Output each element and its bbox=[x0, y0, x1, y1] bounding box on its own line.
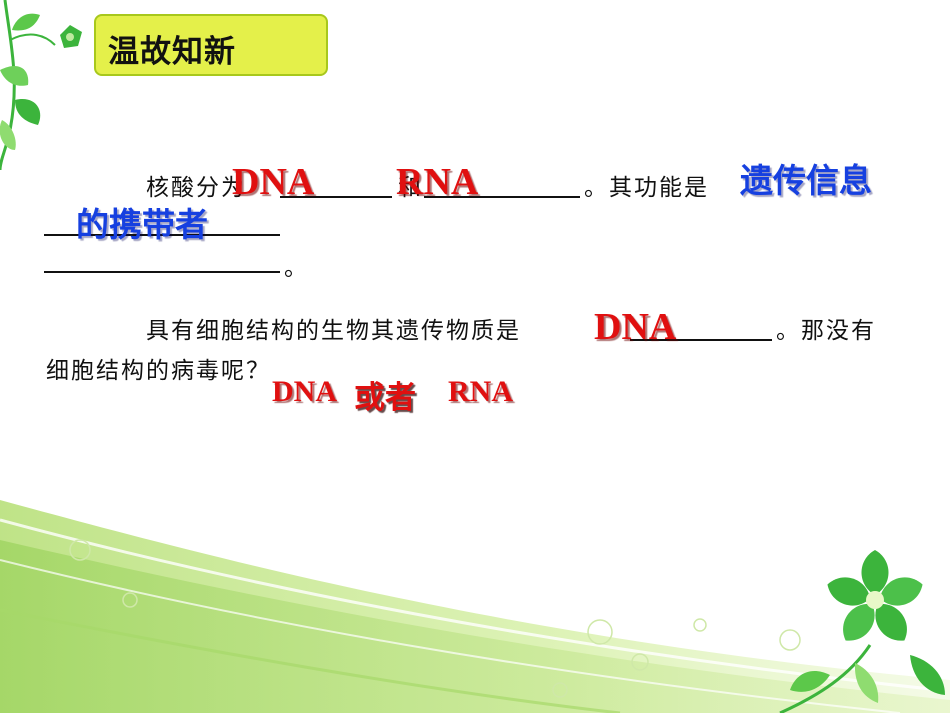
q1-end-mark: 。 bbox=[284, 255, 309, 281]
q1-answer-1: DNA bbox=[232, 161, 315, 203]
q2-blank bbox=[630, 339, 772, 341]
q1-blank-4 bbox=[44, 271, 280, 273]
title-box: 温故知新 bbox=[94, 14, 328, 76]
page-title: 温故知新 bbox=[108, 34, 236, 70]
q1-function-line2: 的携带者 bbox=[76, 205, 208, 244]
vine-leaf-icon bbox=[0, 0, 82, 170]
bottom-swoosh bbox=[0, 500, 950, 713]
virus-answer-or: 或者 bbox=[354, 380, 416, 416]
q2-answer: DNA bbox=[594, 306, 677, 348]
q1-conj: 和 bbox=[398, 175, 423, 201]
q1-blank-1 bbox=[280, 196, 392, 198]
bubbles bbox=[69, 539, 801, 698]
q1-blank-3 bbox=[44, 234, 280, 236]
q2-text-line1: 具有细胞结构的生物其遗传物质是 bbox=[146, 318, 521, 344]
q1-function-line1: 遗传信息 bbox=[740, 161, 872, 200]
q1-suffix: 。其功能是 bbox=[584, 175, 709, 201]
virus-answer-dna: DNA bbox=[272, 375, 337, 408]
q2-text-line2: 细胞结构的病毒呢？ bbox=[46, 358, 271, 384]
flower-icon bbox=[779, 550, 945, 713]
q1-prefix: 核酸分为 bbox=[146, 175, 246, 201]
q2-after-blank: 。那没有 bbox=[776, 318, 876, 344]
virus-answer-rna: RNA bbox=[448, 375, 513, 408]
q1-blank-2 bbox=[424, 196, 580, 198]
q1-answer-2: RNA bbox=[396, 161, 479, 203]
